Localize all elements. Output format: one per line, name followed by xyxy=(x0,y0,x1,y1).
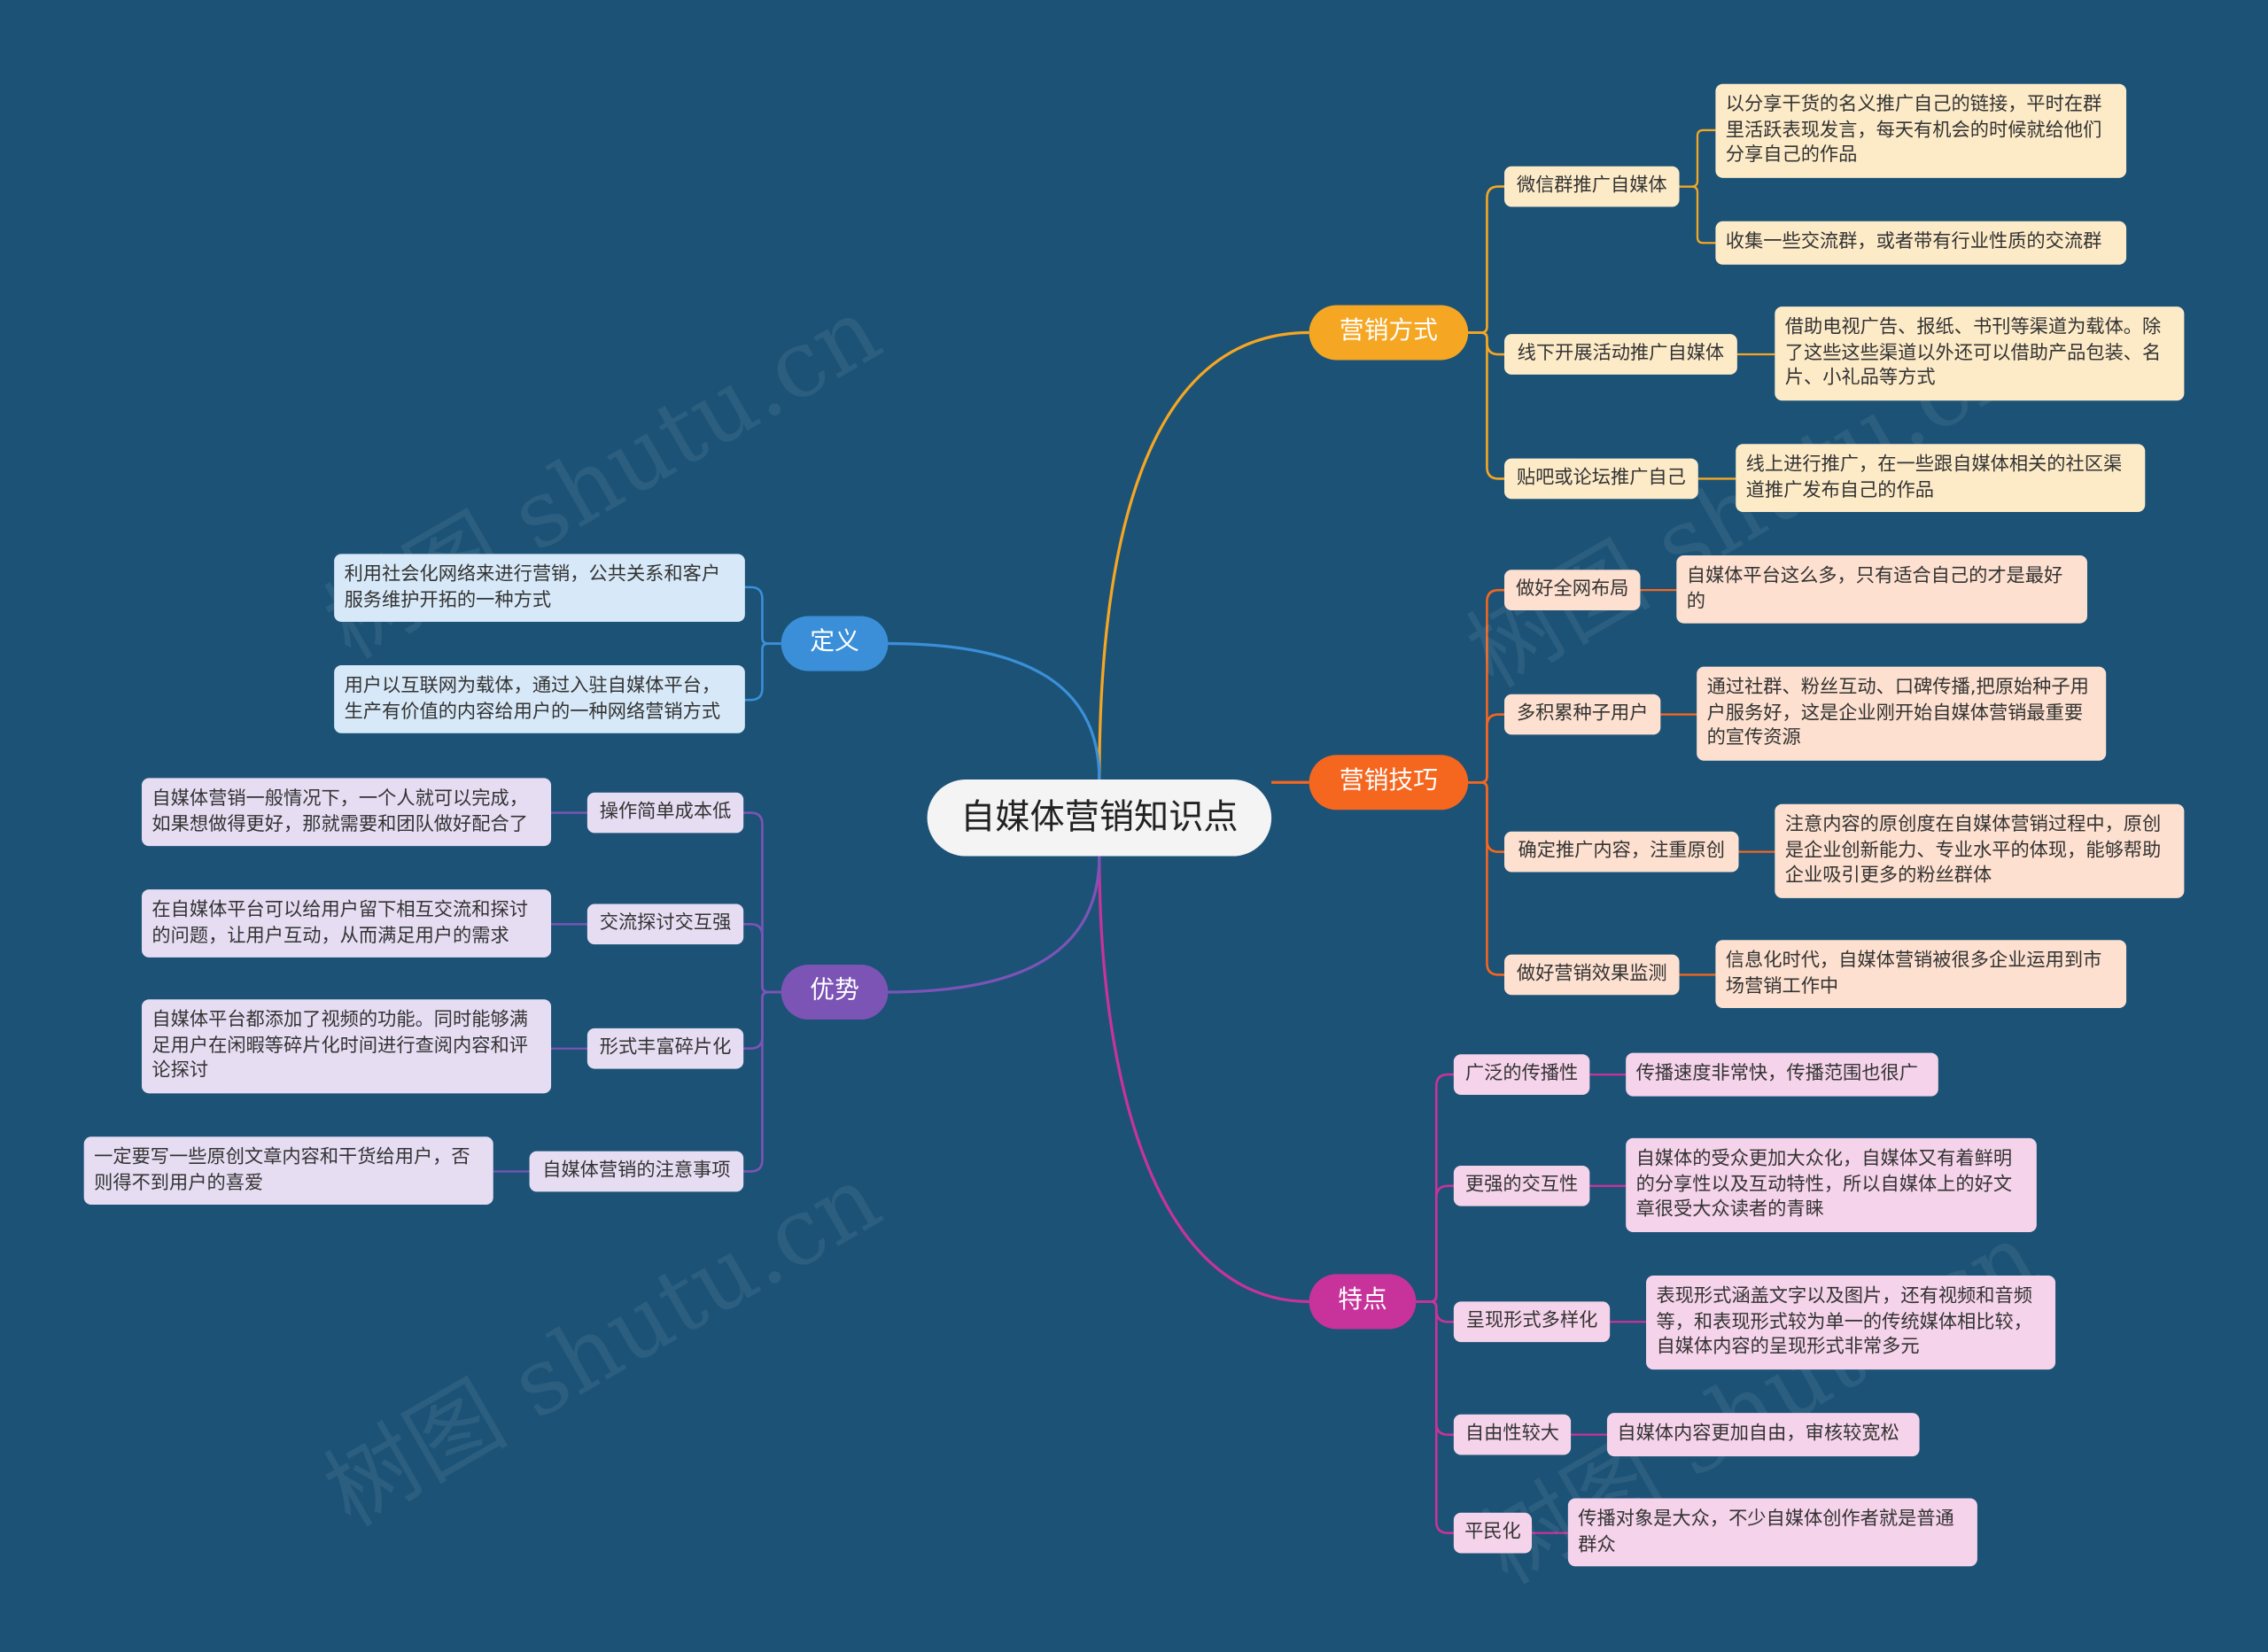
feature-freedom[interactable]: 自由性较大 xyxy=(1453,1414,1572,1455)
edge-def-1 xyxy=(743,642,781,702)
edge-skills-1 xyxy=(1468,713,1508,784)
edge-methods-0 xyxy=(1468,185,1508,334)
feature-diverse-forms[interactable]: 呈现形式多样化 xyxy=(1453,1301,1611,1343)
branch-definition[interactable]: 定义 xyxy=(781,616,889,671)
branch-marketing-methods[interactable]: 营销方式 xyxy=(1309,305,1469,361)
feature-freedom-detail: 自媒体内容更加自由，审核较宽松 xyxy=(1606,1413,1920,1457)
method-wechat-detail-1: 以分享干货的名义推广自己的链接，平时在群里活跃表现发言，每天有机会的时候就给他们… xyxy=(1715,83,2127,178)
skill-original-detail: 注意内容的原创度在自媒体营销过程中，原创是企业创新能力、专业水平的体现，能够帮助… xyxy=(1775,803,2185,898)
edge-features-1 xyxy=(1416,1184,1457,1303)
branch-marketing-skills[interactable]: 营销技巧 xyxy=(1309,755,1469,810)
feature-wide-spread-detail: 传播速度非常快，传播范围也很广 xyxy=(1626,1052,1938,1097)
edge-wechat-1 xyxy=(1679,128,1716,188)
edge-skills-3 xyxy=(1468,780,1508,976)
advantage-simple-detail: 自媒体营销一般情况下，一个人就可以完成，如果想做得更好，那就需要和团队做好配合了 xyxy=(142,778,552,847)
branch-advantages[interactable]: 优势 xyxy=(781,965,889,1020)
definition-detail-2: 用户以互联网为载体，通过入驻自媒体平台，生产有价值的内容给用户的一种网络营销方式 xyxy=(334,665,745,733)
skill-original-content[interactable]: 确定推广内容，注重原创 xyxy=(1504,831,1739,873)
skill-layout-detail: 自媒体平台这么多，只有适合自己的才是最好的 xyxy=(1676,555,2087,624)
feature-interactivity-detail: 自媒体的受众更加大众化，自媒体又有着鲜明的分享性以及互动特性，所以自媒体上的好文… xyxy=(1626,1137,2037,1233)
edge-wechat-2 xyxy=(1679,185,1716,244)
edge-adv-3 xyxy=(743,990,781,1173)
method-wechat-detail-2: 收集一些交流群，或者带有行业性质的交流群 xyxy=(1715,221,2127,265)
advantage-interaction[interactable]: 交流探讨交互强 xyxy=(586,904,744,945)
edge-adv-1 xyxy=(743,922,781,994)
root-topic[interactable]: 自媒体营销知识点 xyxy=(927,779,1272,857)
skill-seed-users[interactable]: 多积累种子用户 xyxy=(1504,694,1661,735)
definition-detail-1: 利用社会化网络来进行营销，公共关系和客户服务维护开拓的一种方式 xyxy=(334,554,745,623)
skill-full-network-layout[interactable]: 做好全网布局 xyxy=(1504,570,1641,610)
advantage-fragmented-detail: 自媒体平台都添加了视频的功能。同时能够满足用户在闲暇等碎片化时间进行查阅内容和评… xyxy=(142,999,552,1094)
method-forum-promotion[interactable]: 贴吧或论坛推广自己 xyxy=(1504,458,1698,500)
advantage-notes[interactable]: 自媒体营销的注意事项 xyxy=(529,1151,744,1192)
edge-root-methods xyxy=(1098,330,1309,780)
branch-features[interactable]: 特点 xyxy=(1309,1274,1417,1330)
skill-monitoring-detail: 信息化时代，自媒体营销被很多企业运用到市场营销工作中 xyxy=(1715,940,2127,1008)
edge-features-4 xyxy=(1416,1300,1457,1534)
edge-root-advantages xyxy=(888,856,1101,994)
skill-effect-monitoring[interactable]: 做好营销效果监测 xyxy=(1504,954,1680,996)
advantage-notes-detail: 一定要写一些原创文章内容和干货给用户，否则得不到用户的喜爱 xyxy=(83,1136,493,1206)
method-offline-events[interactable]: 线下开展活动推广自媒体 xyxy=(1504,334,1737,375)
advantage-simple-low-cost[interactable]: 操作简单成本低 xyxy=(586,792,744,834)
method-offline-detail: 借助电视广告、报纸、书刊等渠道为载体。除了这些这些渠道以外还可以借助产品包装、名… xyxy=(1775,306,2185,401)
edge-root-definition xyxy=(888,641,1101,780)
method-forum-detail: 线上进行推广，在一些跟自媒体相关的社区渠道推广发布自己的作品 xyxy=(1736,444,2146,512)
feature-civilian-detail: 传播对象是大众，不少自媒体创作者就是普通群众 xyxy=(1567,1498,1977,1567)
skill-seed-users-detail: 通过社群、粉丝互动、口碑传播,把原始种子用户服务好，这是企业刚开始自媒体营销最重… xyxy=(1697,666,2107,761)
advantage-interaction-detail: 在自媒体平台可以给用户留下相互交流和探讨的问题，让用户互动，从而满足用户的需求 xyxy=(142,889,552,958)
method-wechat-group[interactable]: 微信群推广自媒体 xyxy=(1504,166,1680,207)
advantage-fragmented[interactable]: 形式丰富碎片化 xyxy=(586,1028,744,1069)
feature-interactivity[interactable]: 更强的交互性 xyxy=(1453,1165,1590,1206)
edge-def-0 xyxy=(743,586,781,645)
edge-root-features xyxy=(1098,856,1309,1304)
feature-diverse-forms-detail: 表现形式涵盖文字以及图片，还有视频和音频等，和表现形式较为单一的传统媒体相比较，… xyxy=(1646,1276,2056,1370)
feature-civilian[interactable]: 平民化 xyxy=(1453,1512,1533,1554)
edge-methods-2 xyxy=(1468,331,1508,480)
feature-wide-spread[interactable]: 广泛的传播性 xyxy=(1453,1054,1590,1095)
